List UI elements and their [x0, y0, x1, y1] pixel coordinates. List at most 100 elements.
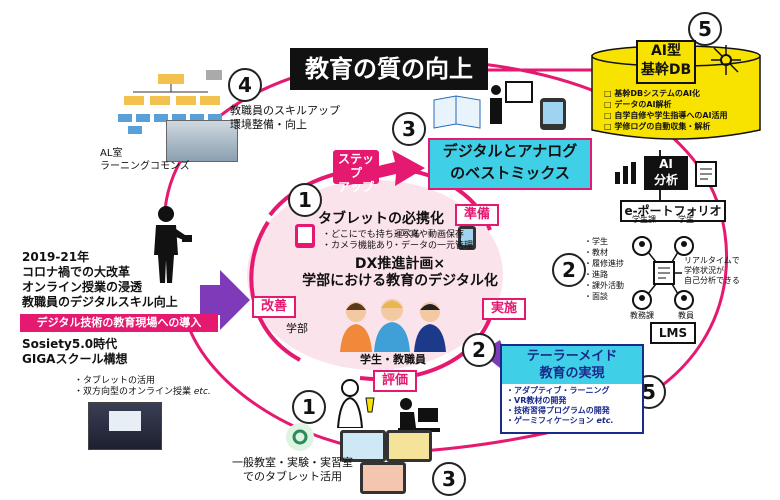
tailor-title2: 教育の実現 [539, 366, 605, 381]
staff-skill-label: 教職員のスキルアップ 環境整備・向上 [230, 104, 340, 132]
number-badge-2-mid: 2 [552, 253, 586, 287]
timeline-line1: 2019-21年 [22, 250, 90, 264]
bottom-left-caption: 一般教室・実験・実習室 でのタブレット活用 [232, 456, 353, 484]
staff-line1: 教職員のスキルアップ [230, 104, 340, 117]
al-room-line2: ラーニングコモンズ [100, 161, 190, 172]
timeline-line3: オンライン授業の浸透 [22, 280, 143, 294]
step-up-label: ステップ アップ [333, 150, 379, 194]
ai-db-items: □ 基幹DBシステムのAI化 □ データのAI解析 □ 自学自修や学生指導へのA… [604, 88, 728, 132]
staff-line2: 環境整備・向上 [230, 118, 307, 131]
timeline-notes: ・タブレットの活用 ・双方向型のオンライン授業 etc. [74, 376, 211, 398]
lms-item-progress: ・履修進捗 [584, 259, 624, 268]
lms-item-career: ・進路 [584, 270, 608, 279]
al-room-line1: AL室 [100, 148, 123, 159]
lms-role-student: 学生 [678, 215, 694, 224]
tailor-item-adaptive: ・アダプティブ・ラーニング [506, 386, 610, 395]
dx-line1: DX推進計画× [354, 256, 446, 272]
ai-db-title1: AI型 [650, 43, 682, 59]
tablet-photo-1 [340, 430, 386, 462]
lms-item-interview: ・面談 [584, 292, 608, 301]
timeline-note2-etc: etc. [193, 387, 211, 397]
teacher-board-icon [490, 81, 533, 124]
number-badge-1-bottom: 1 [292, 390, 326, 424]
ai-db-item-3: □ 自学自修や学生指導へのAI活用 [604, 111, 728, 120]
report-icon [695, 161, 717, 187]
tailor-item-gamification-text: ・ゲーミフィケーション [506, 416, 594, 425]
tablet-items-right: ・写真や動画保存 ・データの一元管理 [392, 230, 473, 252]
presenter-icon [154, 206, 192, 283]
dx-plan: DX推進計画× 学部における教育のデジタル化 [300, 256, 500, 290]
ai-db-title: AI型 基幹DB [636, 40, 696, 84]
number-badge-2-right: 2 [462, 333, 496, 367]
lms-role-teacher: 教員 [678, 311, 694, 320]
ai-db-item-3-text: 自学自修や学生指導へのAI活用 [614, 111, 728, 120]
tablet-item-photo: ・写真や動画保存 [392, 230, 465, 240]
people-icon [340, 299, 446, 352]
lms-item-extracurricular: ・課外活動 [584, 281, 624, 290]
lms-realtime-note: リアルタイムで 学修状況が 自己分析できる [684, 256, 740, 286]
classroom-photo [88, 402, 162, 450]
lms-role-admin: 教務課 [630, 311, 654, 320]
tailor-item-vr: ・VR教材の開発 [506, 396, 567, 405]
timeline-text: 2019-21年 コロナ禍での大改革 オンライン授業の浸透 教職員のデジタルスキ… [22, 250, 178, 310]
ai-analysis-box: AI 分析 [644, 156, 688, 190]
timeline-note2: ・双方向型のオンライン授業 etc. [74, 387, 211, 398]
number-badge-1-top: 1 [288, 183, 322, 217]
smart-tablet-icon [540, 98, 566, 130]
cycle-evaluate: 評価 [373, 370, 417, 392]
book-icon [433, 95, 481, 129]
timeline-line2: コロナ禍での大改革 [22, 265, 131, 279]
lms-label: LMS [650, 322, 696, 344]
step-up-line1: ステップ [337, 152, 374, 180]
digital-banner: デジタル技術の教育現場への導入 [20, 314, 218, 332]
eportfolio-label: e-ポートフォリオ [620, 200, 726, 222]
tablet-photo-3 [360, 462, 406, 494]
number-badge-3-bottom: 3 [432, 462, 466, 496]
tailor-title: テーラーメイド 教育の実現 [502, 346, 642, 384]
caption-line1: 一般教室・実験・実習室 [232, 456, 353, 469]
realtime-line3: 自己分析できる [684, 276, 740, 285]
tablet-item-data: ・データの一元管理 [392, 241, 474, 251]
best-mix-box: デジタルとアナログ のベストミックス [428, 138, 592, 190]
al-room-photo [166, 120, 238, 162]
al-room-label: AL室 ラーニングコモンズ [100, 147, 190, 173]
tailor-item-skill: ・技術習得プログラムの開発 [506, 406, 610, 415]
number-badge-3-top: 3 [392, 112, 426, 146]
tablet-item-camera: ・カメラ機能あり [322, 241, 395, 251]
lms-items: ・学生 ・教材 ・履修進捗 ・進路 ・課外活動 ・面談 [584, 236, 624, 302]
cycle-implement: 実施 [482, 298, 526, 320]
page-title: 教育の質の向上 [290, 48, 488, 90]
realtime-line1: リアルタイムで [684, 256, 740, 265]
timeline-line4: 教職員のデジタルスキル向上 [22, 295, 178, 309]
tablet-items-left: ・どこにでも持ち運べる ・カメラ機能あり [322, 230, 421, 252]
timeline-text-2: Sosiety5.0時代 GIGAスクール構想 [22, 337, 127, 367]
best-mix-line1: デジタルとアナログ [442, 142, 578, 160]
tablet-photo-2 [386, 430, 432, 462]
chart-icon [615, 162, 636, 184]
gear-tablet-icon [286, 423, 314, 451]
cycle-improve: 改善 [252, 296, 296, 318]
lms-item-material: ・教材 [584, 248, 608, 257]
number-badge-4: 4 [228, 68, 262, 102]
ai-db-item-4: □ 学修ログの自動収集・解析 [604, 122, 711, 131]
ai-analysis-line2: 分析 [653, 173, 678, 187]
tailor-items: ・アダプティブ・ラーニング ・VR教材の開発 ・技術習得プログラムの開発 ・ゲー… [502, 384, 642, 428]
tablet-item-portable: ・どこにでも持ち運べる [322, 230, 421, 240]
ai-db-item-1: □ 基幹DBシステムのAI化 [604, 89, 701, 98]
tablet-icon [295, 224, 315, 248]
tailor-etc: etc. [596, 416, 614, 425]
lms-item-student: ・学生 [584, 237, 608, 246]
timeline-line5: Sosiety5.0時代 [22, 337, 118, 351]
students-staff-label: 学生・教職員 [360, 353, 426, 366]
timeline-note1: ・タブレットの活用 [74, 376, 156, 386]
ai-db-item-1-text: 基幹DBシステムのAI化 [614, 89, 701, 98]
best-mix-line2: のベストミックス [450, 164, 570, 182]
network-icon [711, 45, 741, 75]
realtime-line2: 学修状況が [684, 266, 724, 275]
ai-db-title2: 基幹DB [640, 62, 692, 78]
tailor-box: テーラーメイド 教育の実現 ・アダプティブ・ラーニング ・VR教材の開発 ・技術… [500, 344, 644, 434]
caption-line2: でのタブレット活用 [243, 470, 342, 483]
tablet-icon-2 [458, 226, 476, 250]
timeline-note2-text: ・双方向型のオンライン授業 [74, 387, 192, 397]
ai-db-item-2-text: データのAI解析 [614, 100, 672, 109]
